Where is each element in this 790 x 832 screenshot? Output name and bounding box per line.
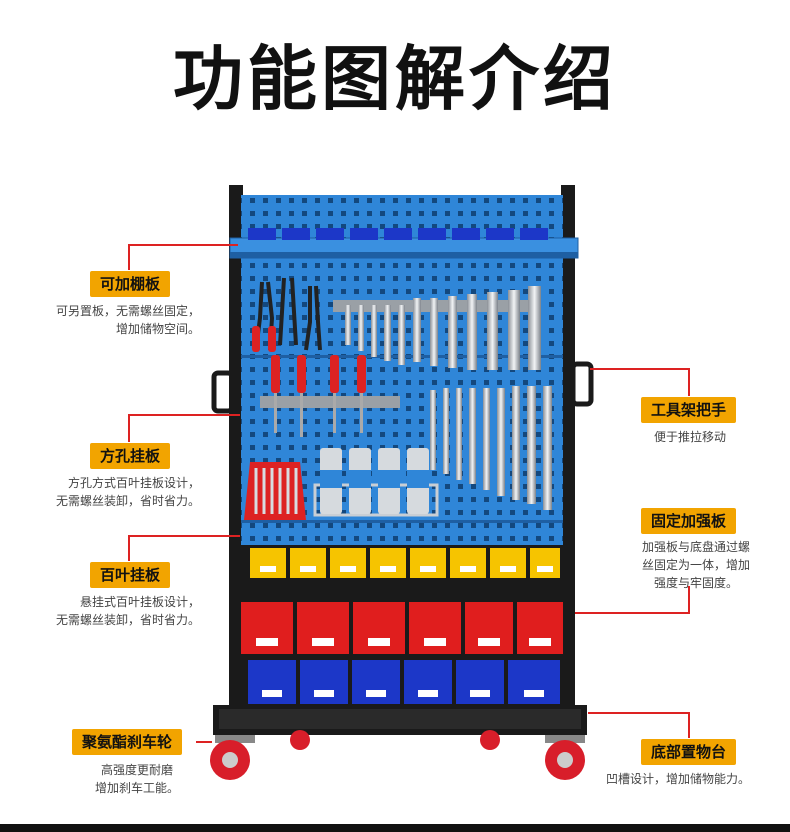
feature-desc-brake-wheel: 高强度更耐磨 增加刹车工能。 [94,763,179,795]
wrench-set [244,462,306,520]
feature-badge-louver-board: 百叶挂板 [90,562,171,588]
wrenches [345,286,541,370]
left-handle [211,370,235,414]
right-handle [570,361,594,407]
page-title: 功能图解介绍 [173,38,617,120]
bottom-divider [0,824,790,832]
frame-left-post [229,185,243,715]
feature-desc-handle: 便于推拉移动 [654,430,727,444]
feature-desc-square-hole-board: 方孔方式百叶挂板设计， 无需螺丝装卸，省时省力。 [55,476,200,508]
spray-cans [313,448,439,517]
feature-badge-square-hole-board: 方孔挂板 [90,443,171,469]
casters [210,730,585,780]
feature-badge-handle: 工具架把手 [641,397,737,423]
top-shelf [229,228,579,259]
frame-right-post [561,185,575,715]
yellow-bins [250,548,560,578]
red-bins [241,602,563,654]
screwdriver-rail [260,396,400,408]
screwdrivers [271,355,366,437]
feature-desc-louver-board: 悬挂式百叶挂板设计， 无需螺丝装卸，省时省力。 [55,595,200,627]
feature-badge-shelf: 可加棚板 [90,271,171,297]
feature-badge-reinforcement-plate: 固定加强板 [641,508,737,534]
blue-bins [248,660,560,704]
feature-desc-reinforcement-plate: 加强板与底盘通过螺 丝固定为一体，增加 强度与牢固度。 [641,540,750,590]
combination-wrenches [430,386,552,510]
feature-desc-shelf: 可另置板，无需螺丝固定， 增加储物空间。 [55,304,200,336]
feature-badge-brake-wheel: 聚氨酯刹车轮 [72,729,183,755]
feature-badge-bottom-tray: 底部置物台 [641,739,737,765]
feature-desc-bottom-tray: 凹槽设计，增加储物能力。 [606,772,751,786]
